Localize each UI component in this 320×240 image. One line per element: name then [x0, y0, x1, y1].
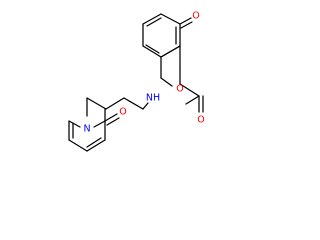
- bond-c1-c2: [123, 97, 144, 110]
- bond-benzene-2: [160, 13, 181, 25]
- bond-benzene-inner-3: [145, 44, 160, 54]
- bond-benzene-1: [142, 13, 162, 25]
- bond-ring-fusion: [160, 45, 181, 58]
- pyridone-ring: [68, 108, 106, 152]
- bond-pyridone-co-a: [104, 113, 118, 122]
- atom-n-amide: NH: [146, 93, 160, 104]
- bond-carbonyl-o-lactone: [160, 77, 173, 87]
- carbonyl-on-ring: [179, 17, 193, 29]
- bond-c6-n: [68, 120, 81, 128]
- amide-branch: [179, 83, 204, 113]
- molecule-structure: O O O NH N O: [68, 11, 205, 152]
- atom-n-pyridone: N: [83, 124, 90, 135]
- bond-amide-n: [185, 95, 200, 105]
- lactone-ring: [160, 45, 181, 87]
- atom-o-pyridone: O: [119, 107, 126, 118]
- bond-pyridone-co-b: [106, 117, 120, 126]
- atom-o-ring-carbonyl: O: [192, 11, 199, 22]
- bond-n-co: [93, 120, 106, 128]
- bond-benzene-inner-1: [146, 17, 162, 27]
- pyridone-carbonyl: [104, 113, 120, 126]
- bond-ring-carbonyl-a: [179, 17, 192, 25]
- atom-o-lactone: O: [176, 84, 183, 95]
- atom-o-amide: O: [197, 115, 204, 126]
- bond-c3-c4: [86, 97, 107, 110]
- bond-c4-c5: [68, 139, 88, 152]
- bond-alpha-amide: [179, 83, 200, 97]
- atom-labels: O O O NH N O: [83, 11, 204, 135]
- benzene-ring: [142, 13, 181, 58]
- bond-inner-c3-c4: [86, 137, 102, 148]
- bond-c2-c3: [105, 97, 125, 110]
- bond-benzene-5: [142, 45, 162, 58]
- bond-c3-c4: [86, 139, 106, 152]
- molecule-diagram: O O O NH N O: [68, 11, 205, 152]
- bond-n-c1: [142, 102, 149, 110]
- bond-ring-carbonyl-b: [180, 21, 193, 29]
- butyl-linker: [86, 97, 149, 117]
